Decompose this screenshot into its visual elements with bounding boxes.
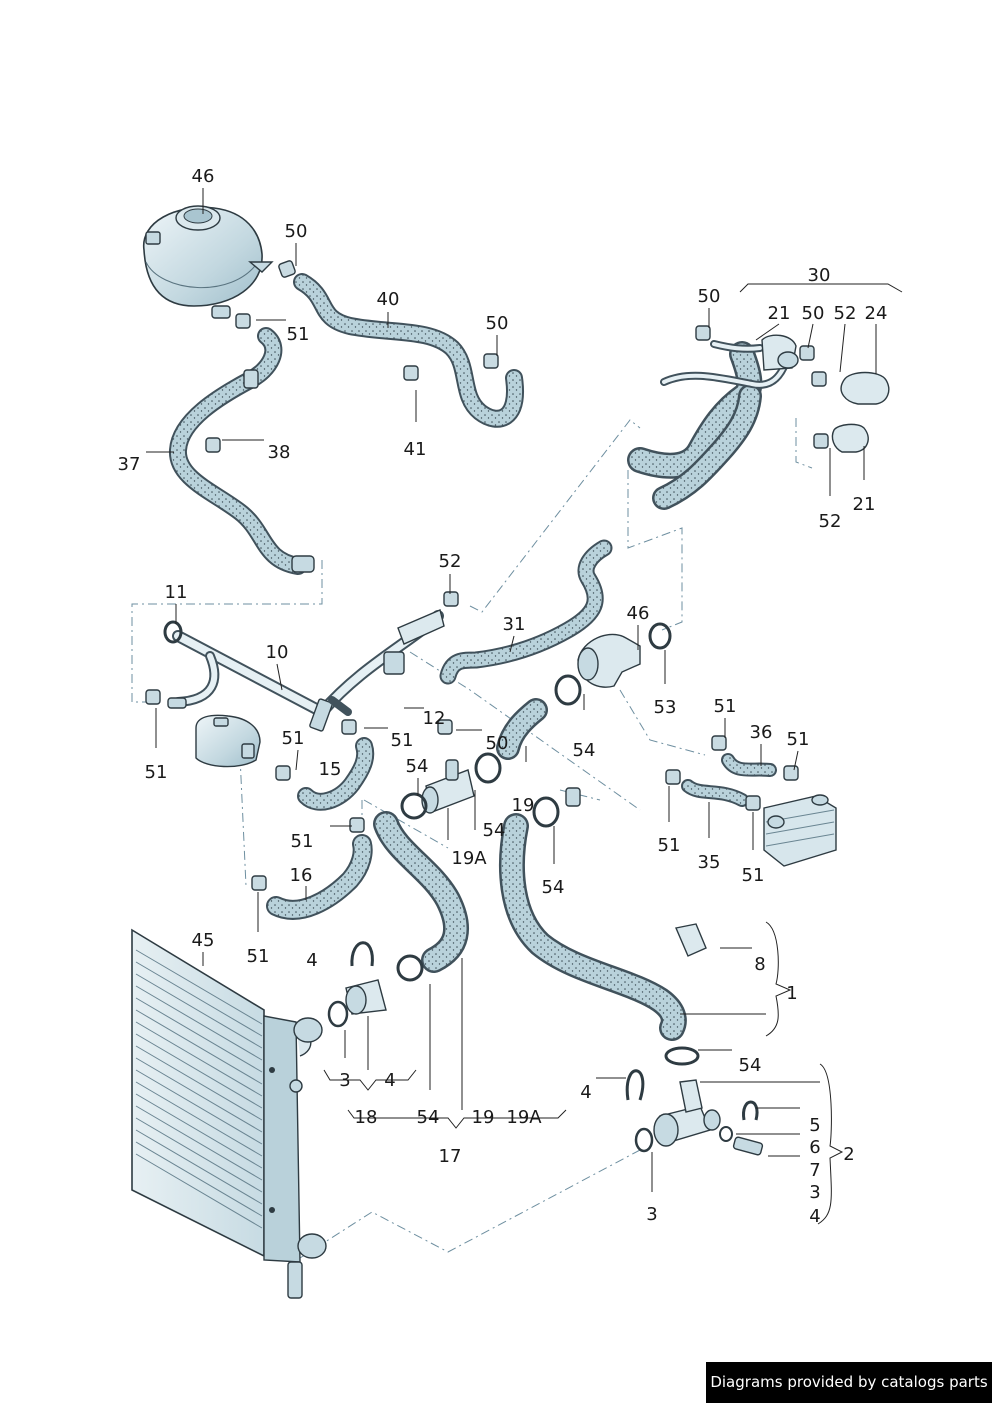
part-callout: 46	[192, 166, 215, 187]
part-callout: 31	[503, 614, 526, 635]
part-callout: 37	[118, 454, 141, 475]
part-callout: 54	[417, 1107, 440, 1128]
part-callout: 50	[285, 221, 308, 242]
part-callout: 3	[339, 1070, 350, 1091]
assembly-guide-lines	[131, 418, 813, 1259]
part-callout: 10	[266, 642, 289, 663]
part-callout: 50	[486, 313, 509, 334]
part-callout: 52	[834, 303, 857, 324]
hose-clamps	[145, 260, 829, 1153]
part-callout: 19A	[451, 848, 487, 869]
part-callout: 30	[808, 265, 831, 286]
part-callout: 4	[580, 1082, 591, 1103]
part-callout: 19A	[506, 1107, 542, 1128]
part-callout: 19	[472, 1107, 495, 1128]
part-callout: 24	[865, 303, 888, 324]
part-callout: 21	[853, 494, 876, 515]
part-callout: 4	[384, 1070, 395, 1091]
part-callout: 50	[802, 303, 825, 324]
leader-lines	[146, 188, 903, 1225]
part-callout: 41	[404, 439, 427, 460]
small-reservoir	[195, 714, 261, 768]
part-callout: 7	[809, 1160, 820, 1181]
part-callout: 6	[809, 1137, 820, 1158]
part-callout: 54	[542, 877, 565, 898]
part-callout: 16	[290, 865, 313, 886]
part-callout: 51	[391, 730, 414, 751]
connectors	[167, 334, 890, 1156]
part-callout: 51	[742, 865, 765, 886]
part-callout: 17	[439, 1146, 462, 1167]
part-callout: 1	[786, 983, 797, 1004]
part-callout: 38	[268, 442, 291, 463]
radiator	[131, 928, 327, 1299]
part-callout: 21	[768, 303, 791, 324]
part-callout: 51	[787, 729, 810, 750]
part-callout: 8	[754, 954, 765, 975]
part-callout: 15	[319, 759, 342, 780]
part-callout: 54	[406, 756, 429, 777]
part-callout: 5	[809, 1115, 820, 1136]
part-callout: 36	[750, 722, 773, 743]
part-callout: 35	[698, 852, 721, 873]
part-callout: 50	[698, 286, 721, 307]
part-callout: 19	[512, 795, 535, 816]
part-callout: 51	[145, 762, 168, 783]
part-callout: 51	[658, 835, 681, 856]
part-callout: 11	[165, 582, 188, 603]
part-callout: 4	[306, 950, 317, 971]
part-callout: 51	[282, 728, 305, 749]
part-callout: 4	[809, 1206, 820, 1227]
part-callout: 52	[819, 511, 842, 532]
part-callout: 52	[439, 551, 462, 572]
credit-banner: Diagrams provided by catalogs parts	[706, 1362, 992, 1403]
part-callout: 51	[714, 696, 737, 717]
part-callout: 53	[654, 697, 677, 718]
part-callout: 54	[573, 740, 596, 761]
part-callout: 45	[192, 930, 215, 951]
part-callout: 54	[483, 820, 506, 841]
part-callout: 18	[355, 1107, 378, 1128]
part-callout: 50	[486, 733, 509, 754]
part-callout: 51	[247, 946, 270, 967]
part-callout: 51	[291, 831, 314, 852]
part-callout: 40	[377, 289, 400, 310]
part-callout: 54	[739, 1055, 762, 1076]
part-callout: 2	[843, 1144, 854, 1165]
part-callout: 51	[287, 324, 310, 345]
part-callout: 12	[423, 708, 446, 729]
part-callout: 46	[627, 603, 650, 624]
expansion-tank	[143, 205, 274, 319]
part-callout: 3	[809, 1182, 820, 1203]
oil-cooler	[763, 794, 837, 867]
part-callout: 3	[646, 1204, 657, 1225]
